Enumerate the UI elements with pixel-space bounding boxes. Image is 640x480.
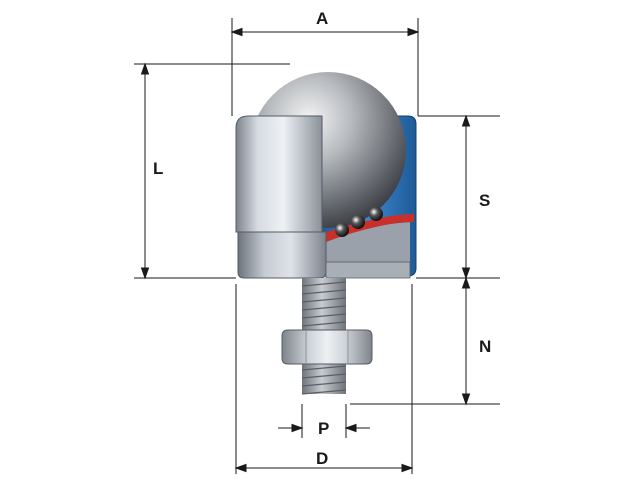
support-ball: [351, 215, 365, 229]
label-N: N: [479, 337, 491, 356]
label-L: L: [153, 159, 163, 178]
product-illustration: [235, 72, 417, 395]
label-D: D: [316, 449, 328, 468]
label-A: A: [316, 9, 328, 28]
support-ball: [369, 207, 383, 221]
housing-upper: [235, 115, 323, 233]
seal-ring: [326, 214, 414, 242]
support-ball: [335, 223, 349, 237]
thread-lines: [301, 281, 347, 395]
housing-base: [325, 261, 411, 279]
housing-lower: [237, 231, 327, 279]
dimension-lines: [134, 18, 500, 474]
support-balls: [335, 207, 383, 237]
hex-nut: [281, 329, 373, 365]
label-P: P: [318, 419, 329, 438]
label-S: S: [479, 191, 490, 210]
